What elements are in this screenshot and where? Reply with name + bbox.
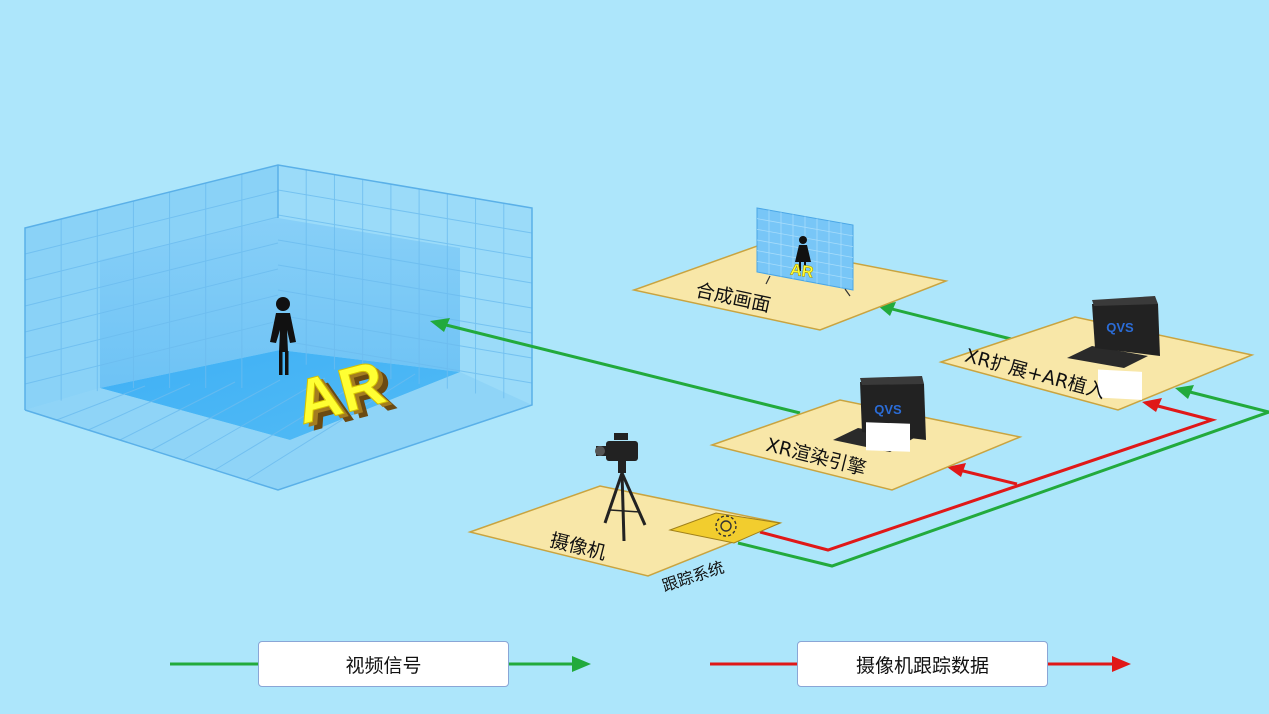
grid-line	[24, 242, 279, 307]
video-signal-line-to-composite	[883, 305, 1016, 342]
person-icon	[270, 297, 296, 375]
video-arrowhead-extend	[1175, 385, 1194, 399]
studio-grid	[24, 169, 533, 481]
grid-line	[24, 320, 279, 385]
xr-render-brand: QVS	[874, 402, 902, 417]
video-signal-line-extend	[1181, 388, 1269, 414]
tracking-arrowhead-render	[947, 463, 966, 477]
ar-3d-object: AR AR AR	[287, 348, 402, 445]
grid-line	[277, 339, 533, 384]
gear-icon	[715, 515, 737, 537]
grid-line	[56, 385, 146, 421]
studio-edges	[24, 164, 533, 491]
studio-floor	[100, 350, 460, 440]
composite-platform	[631, 244, 949, 331]
connectors	[430, 302, 1269, 568]
composite-node: AR 合成画面	[631, 207, 949, 331]
grid-line	[214, 375, 371, 471]
grid-line	[151, 379, 281, 451]
grid-line	[277, 314, 533, 359]
composite-screen-leg-left	[765, 275, 771, 285]
grid-line	[24, 268, 279, 333]
grid-line	[246, 373, 416, 481]
grid-line	[119, 381, 236, 441]
legend	[170, 656, 1131, 672]
legend-video-arrowhead	[572, 656, 591, 672]
xr-render-device-icon: QVS	[833, 376, 926, 452]
grid-line	[277, 189, 533, 234]
xr-extend-device-icon: QVS	[1067, 296, 1160, 400]
grid-line	[88, 383, 191, 431]
grid-line	[277, 264, 533, 309]
legend-video-box: 视频信号	[258, 641, 509, 687]
camera-node: 摄像机 跟踪系统	[467, 433, 783, 595]
grid-line	[277, 214, 533, 259]
grid-line	[24, 216, 279, 281]
tracking-data-line-extend	[759, 402, 1218, 552]
screen-grid-line	[756, 218, 854, 237]
tracking-pad	[668, 512, 782, 544]
composite-person-icon	[795, 236, 811, 271]
xr-extend-brand: QVS	[1106, 320, 1134, 335]
studio-floor-band	[25, 372, 532, 490]
composite-ar-label: AR	[789, 261, 815, 281]
video-signal-line-tracking	[737, 410, 1269, 568]
legend-video-label: 视频信号	[345, 654, 422, 677]
grid-line	[277, 289, 533, 334]
grid-line	[277, 239, 533, 284]
xr-extend-platform	[938, 316, 1255, 411]
tracking-arrowhead-extend	[1142, 398, 1162, 412]
legend-tracking-box: 摄像机跟踪数据	[797, 641, 1048, 687]
grid-line	[24, 190, 279, 255]
xr-extend-node: QVS XR扩展+AR植入	[938, 296, 1255, 411]
grid-line	[182, 377, 326, 461]
legend-tracking-arrowhead	[1112, 656, 1131, 672]
studio-left-wall	[25, 165, 278, 410]
legend-tracking-label: 摄像机跟踪数据	[855, 654, 989, 677]
video-arrowhead-studio	[430, 318, 450, 332]
camera-tripod-icon	[595, 433, 647, 542]
composite-screen-leg-right	[844, 288, 851, 297]
xr-studio-cube: AR AR AR	[24, 164, 533, 491]
grid-line	[24, 294, 279, 359]
video-signal-line-to-studio	[437, 321, 801, 415]
tracking-data-line-render	[954, 467, 1018, 486]
